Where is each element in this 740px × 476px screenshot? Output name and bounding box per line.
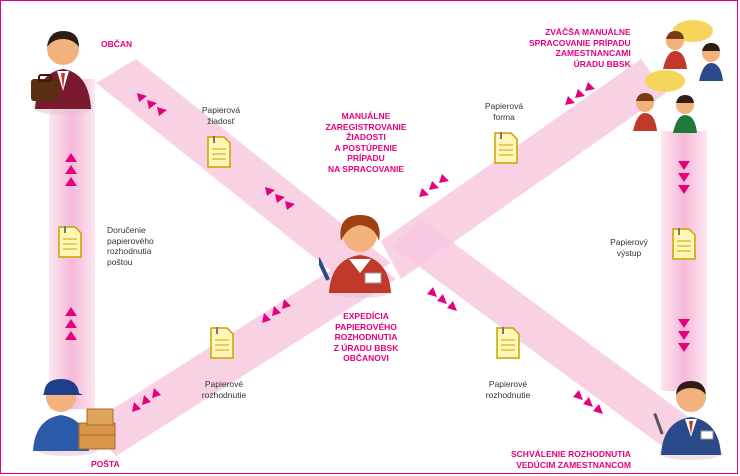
delivery-line-2: papierového	[107, 235, 154, 246]
paper-decision-left-line-2: rozhodnutie	[201, 389, 247, 400]
post-actor	[27, 373, 123, 462]
registration-label: MANUÁLNE ZAREGISTROVANIE ŽIADOSTI A POST…	[301, 111, 431, 174]
manager-icon	[653, 381, 723, 460]
delivery-line-4: poštou	[107, 256, 133, 267]
paper-request-line-1: Papierová	[201, 105, 241, 115]
band-citizen-center	[96, 59, 391, 287]
paper-output-label: Papierový výstup	[601, 237, 657, 258]
manager-actor	[651, 375, 731, 466]
registration-line-5: PRÍPADU	[347, 153, 385, 163]
arrows-left-up	[65, 153, 77, 340]
clerks-label-line-2: SPRACOVANIE PRÍPADU	[529, 37, 631, 48]
manager-label-line-2: VEDÚCIM ZAMESTNANCOM	[516, 459, 631, 470]
registration-line-2: ZAREGISTROVANIE	[325, 121, 407, 132]
arrows-manager-center	[427, 287, 603, 414]
citizen-label: OBČAN	[101, 39, 133, 49]
clerks-label-line-1: ZVÄČŠA MANUÁLNE	[545, 27, 631, 37]
expedition-line-4: Z ÚRADU BBSK	[333, 342, 399, 353]
expedition-line-2: PAPIEROVÉHO	[335, 321, 397, 332]
postman-icon	[33, 379, 116, 456]
expedition-label: EXPEDÍCIA PAPIEROVÉHO ROZHODNUTIA Z ÚRAD…	[311, 311, 421, 364]
document-icon	[210, 327, 234, 359]
paper-form-line-1: Papierová	[484, 101, 524, 111]
arrows-right-down	[678, 161, 690, 352]
citizen-actor	[27, 21, 99, 122]
document-icon	[207, 136, 231, 168]
paper-decision-left-label: Papierové rozhodnutie	[191, 379, 257, 400]
document-icon	[494, 132, 518, 164]
paper-decision-left-line-1: Papierové	[204, 379, 244, 389]
paper-decision-right-line-1: Papierové	[488, 379, 528, 389]
delivery-line-1: Doručenie	[107, 225, 146, 235]
delivery-line-3: rozhodnutia	[107, 246, 152, 256]
group-discussion-icon	[633, 20, 723, 133]
band-center-manager	[391, 219, 691, 449]
band-center-clerks	[381, 59, 666, 279]
clerks-label: ZVÄČŠA MANUÁLNE SPRACOVANIE PRÍPADU ZAME…	[529, 27, 631, 69]
clerks-actor	[623, 11, 733, 148]
expedition-line-1: EXPEDÍCIA	[343, 311, 389, 321]
paper-request-line-2: žiadosť	[207, 115, 235, 126]
expedition-line-3: ROZHODNUTIA	[334, 332, 398, 342]
expedition-actor	[316, 207, 401, 304]
clerks-label-line-4: ÚRADU BBSK	[573, 58, 631, 69]
businessman-icon	[31, 31, 93, 115]
registration-line-3: ŽIADOSTI	[346, 132, 386, 142]
paper-form-line-2: forma	[493, 111, 515, 122]
clerks-label-line-3: ZAMESTNANCAMI	[555, 48, 631, 58]
document-icon	[496, 327, 520, 359]
manager-label-line-1: SCHVÁLENIE ROZHODNUTIA	[511, 449, 631, 459]
arrows-center-post	[132, 299, 291, 412]
female-clerk-icon	[316, 215, 392, 298]
paper-decision-right-line-2: rozhodnutie	[485, 389, 531, 400]
paper-output-line-1: Papierový	[610, 237, 648, 247]
paper-request-label: Papierová žiadosť	[191, 105, 251, 126]
registration-line-4: A POSTÚPENIE	[334, 142, 398, 153]
paper-form-label: Papierová forma	[479, 101, 529, 122]
paper-decision-right-label: Papierové rozhodnutie	[475, 379, 541, 400]
post-label: POŠTA	[91, 459, 120, 469]
manager-label: SCHVÁLENIE ROZHODNUTIA VEDÚCIM ZAMESTNAN…	[511, 449, 631, 470]
document-icon	[58, 226, 82, 258]
arrows-center-clerks	[419, 82, 595, 197]
paper-output-line-2: výstup	[616, 247, 642, 258]
arrows-citizen-center	[137, 93, 295, 210]
delivery-label: Doručenie papierového rozhodnutia poštou	[107, 225, 154, 267]
registration-line-1: MANUÁLNE	[341, 111, 391, 121]
band-center-post	[86, 251, 396, 456]
registration-line-6: NA SPRACOVANIE	[327, 163, 405, 174]
document-icon	[672, 228, 696, 260]
expedition-line-5: OBČANOVI	[343, 353, 389, 363]
